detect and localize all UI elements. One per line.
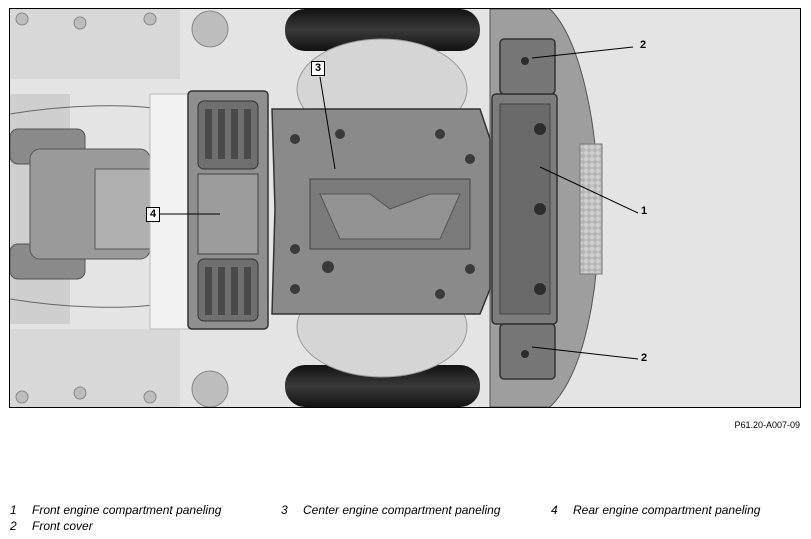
legend-item: 4 Rear engine compartment paneling (551, 503, 760, 517)
callout-rear-engine-paneling: 4 (146, 207, 161, 222)
underbody-diagram: 2 1 2 3 4 (9, 8, 801, 408)
callout-front-engine-paneling: 1 (641, 205, 648, 217)
front-engine-compartment-paneling (491, 93, 558, 325)
figure-id: P61.20-A007-09 (734, 420, 800, 430)
legend-number: 1 (10, 503, 17, 517)
legend-item: 2 Front cover (10, 519, 93, 533)
legend-label: Front cover (32, 519, 93, 533)
front-cover-lower (499, 323, 556, 380)
legend-number: 2 (10, 519, 17, 533)
callout-center-engine-paneling: 3 (311, 61, 326, 76)
legend-label: Center engine compartment paneling (303, 503, 501, 517)
front-cover-upper (499, 38, 556, 95)
legend-number: 3 (281, 503, 288, 517)
legend-label: Rear engine compartment paneling (573, 503, 761, 517)
center-engine-compartment-paneling (271, 108, 491, 315)
legend-label: Front engine compartment paneling (32, 503, 222, 517)
legend-item: 3 Center engine compartment paneling (281, 503, 500, 517)
legend-item: 1 Front engine compartment paneling (10, 503, 221, 517)
legend-number: 4 (551, 503, 558, 517)
callout-front-cover-bottom: 2 (641, 352, 648, 364)
rear-engine-compartment-paneling (187, 90, 269, 330)
vehicle-underbody-illustration (10, 9, 800, 407)
callout-front-cover-top: 2 (640, 39, 647, 51)
